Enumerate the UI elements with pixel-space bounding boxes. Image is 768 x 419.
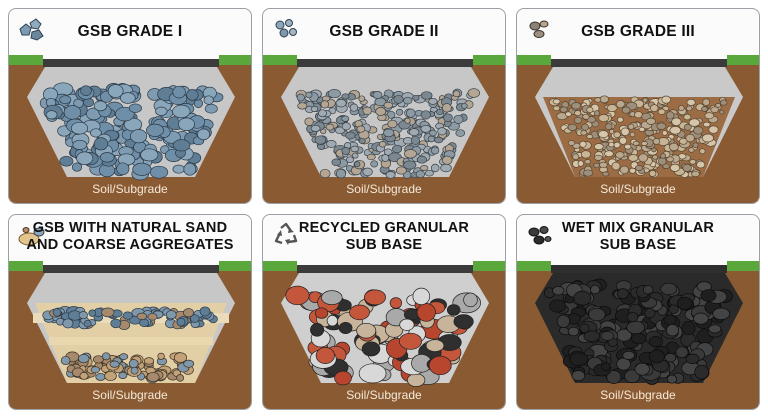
card-wet-mix-granular: WET MIX GRANULAR SUB BASE Soil/Subgrade — [516, 214, 760, 410]
card-title: GSB GRADE I — [77, 22, 183, 40]
cross-section — [263, 55, 505, 203]
dark-stones-icon — [528, 226, 552, 245]
soil-subgrade-label: Soil/Subgrade — [600, 388, 676, 402]
card-gsb-natural-sand: GSB WITH NATURAL SAND AND COARSE AGGREGA… — [8, 214, 252, 410]
cross-section — [263, 261, 505, 409]
soil-subgrade-label: Soil/Subgrade — [346, 182, 422, 196]
soil-subgrade-label: Soil/Subgrade — [346, 388, 422, 402]
soil-subgrade-label: Soil/Subgrade — [600, 182, 676, 196]
card-gsb-grade-2: GSB GRADE II Soil/Subgrade — [262, 8, 506, 204]
sand-and-pebbles-icon — [18, 227, 45, 246]
card-title: GSB GRADE III — [581, 22, 695, 40]
cross-section — [9, 261, 251, 409]
trench-fill — [39, 82, 224, 181]
card-gsb-grade-3: GSB GRADE III Soil/Subgrade — [516, 8, 760, 204]
card-title: RECYCLED GRANULAR SUB BASE — [298, 220, 470, 253]
card-title: GSB GRADE II — [329, 22, 439, 40]
card-title: GSB WITH NATURAL SAND AND COARSE AGGREGA… — [26, 220, 234, 253]
card-title: WET MIX GRANULAR SUB BASE — [561, 220, 715, 253]
card-gsb-grade-1: GSB GRADE I Soil/Subgrade — [8, 8, 252, 204]
coarse-stones-icon — [19, 18, 44, 41]
soil-subgrade-label: Soil/Subgrade — [92, 182, 168, 196]
soil-subgrade-label: Soil/Subgrade — [92, 388, 168, 402]
medium-stones-icon — [275, 19, 297, 38]
card-recycled-granular: RECYCLED GRANULAR SUB BASE Soil/Subgrade — [262, 214, 506, 410]
fine-pebbles-icon — [529, 20, 549, 38]
cross-section — [517, 55, 759, 203]
recycle-icon — [274, 222, 298, 245]
cross-section — [517, 261, 759, 409]
cross-section — [9, 55, 251, 203]
